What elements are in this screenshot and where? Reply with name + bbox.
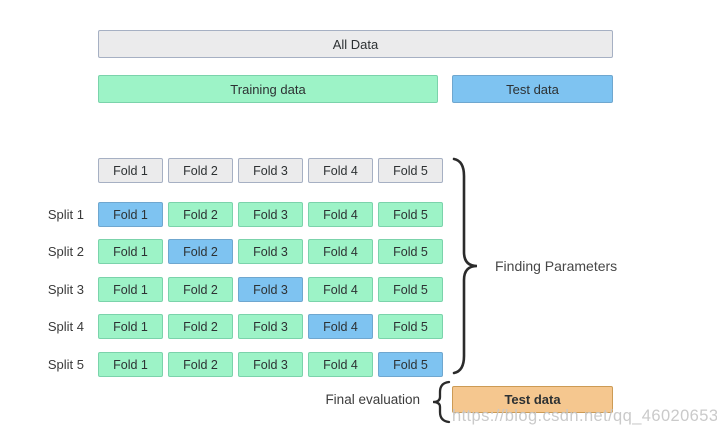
finding-parameters-brace — [452, 157, 478, 375]
split-row: Fold 1 Fold 2 Fold 3 Fold 4 Fold 5 — [98, 352, 443, 377]
test-data-label: Test data — [506, 81, 559, 97]
fold-cell-train: Fold 3 — [238, 239, 303, 264]
fold-cell-train: Fold 5 — [378, 277, 443, 302]
final-evaluation-label: Final evaluation — [325, 392, 420, 407]
fold-header-cell: Fold 3 — [238, 158, 303, 183]
training-data-label: Training data — [230, 81, 306, 97]
fold-cell-train: Fold 2 — [168, 202, 233, 227]
fold-cell-train: Fold 4 — [308, 202, 373, 227]
fold-cell-train: Fold 4 — [308, 277, 373, 302]
fold-cell-test: Fold 1 — [98, 202, 163, 227]
fold-cell-test: Fold 4 — [308, 314, 373, 339]
fold-cell-train: Fold 1 — [98, 277, 163, 302]
split-row: Fold 1 Fold 2 Fold 3 Fold 4 Fold 5 — [98, 202, 443, 227]
fold-cell-train: Fold 5 — [378, 202, 443, 227]
fold-header-cell: Fold 1 — [98, 158, 163, 183]
split-label: Split 3 — [47, 282, 84, 297]
fold-cell-test: Fold 5 — [378, 352, 443, 377]
fold-header-cell: Fold 2 — [168, 158, 233, 183]
fold-cell-train: Fold 3 — [238, 202, 303, 227]
final-test-data-bar: Test data — [452, 386, 613, 413]
fold-cell-train: Fold 1 — [98, 239, 163, 264]
split-label: Split 2 — [47, 244, 84, 259]
all-data-label: All Data — [332, 36, 379, 52]
fold-cell-test: Fold 2 — [168, 239, 233, 264]
split-row: Fold 1 Fold 2 Fold 3 Fold 4 Fold 5 — [98, 239, 443, 264]
fold-header-row: Fold 1 Fold 2 Fold 3 Fold 4 Fold 5 — [98, 158, 443, 183]
fold-cell-train: Fold 3 — [238, 352, 303, 377]
split-row: Fold 1 Fold 2 Fold 3 Fold 4 Fold 5 — [98, 277, 443, 302]
split-label: Split 5 — [47, 357, 84, 372]
final-test-data-label: Test data — [504, 392, 561, 407]
split-row: Fold 1 Fold 2 Fold 3 Fold 4 Fold 5 — [98, 314, 443, 339]
test-data-bar: Test data — [452, 75, 613, 103]
fold-cell-train: Fold 3 — [238, 314, 303, 339]
fold-cell-train: Fold 2 — [168, 352, 233, 377]
final-evaluation-brace — [432, 380, 451, 424]
fold-cell-train: Fold 2 — [168, 277, 233, 302]
fold-cell-train: Fold 1 — [98, 352, 163, 377]
fold-header-cell: Fold 4 — [308, 158, 373, 183]
split-label: Split 1 — [47, 207, 84, 222]
fold-cell-train: Fold 5 — [378, 239, 443, 264]
fold-cell-test: Fold 3 — [238, 277, 303, 302]
fold-cell-train: Fold 1 — [98, 314, 163, 339]
fold-cell-train: Fold 4 — [308, 239, 373, 264]
training-data-bar: Training data — [98, 75, 438, 103]
fold-cell-train: Fold 2 — [168, 314, 233, 339]
all-data-bar: All Data — [98, 30, 613, 58]
finding-parameters-label: Finding Parameters — [495, 258, 618, 274]
fold-cell-train: Fold 4 — [308, 352, 373, 377]
fold-cell-train: Fold 5 — [378, 314, 443, 339]
split-label: Split 4 — [47, 319, 84, 334]
watermark-text: https://blog.csdn.net/qq_46020653 — [452, 407, 717, 425]
fold-header-cell: Fold 5 — [378, 158, 443, 183]
